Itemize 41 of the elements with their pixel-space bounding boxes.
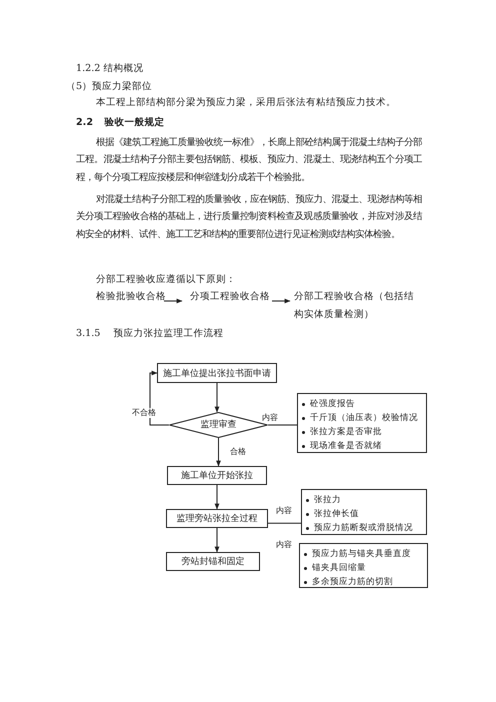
- edge-label: 内容: [262, 413, 278, 423]
- heading: 3.1.5 预应力张拉监理工作流程: [76, 327, 224, 341]
- decision-text: 监理审查: [200, 419, 238, 431]
- process-box: 旁站封锚和固定: [166, 552, 260, 571]
- list-box: [299, 543, 428, 588]
- arrow: [214, 484, 220, 510]
- paragraph: 对混凝土结构子分部工程的质量验收，应在钢筋、预应力、混凝土、现浇结构等相关分项工程验收合格的基础上，进行质量控制资料检查及观感质量验收，并应对涉及结构安全的材料、试件、施工工艺和结构的重要部位进行见证检测或结构实体检验。: [76, 193, 422, 242]
- arrow: [164, 298, 183, 304]
- arrow: [214, 382, 220, 413]
- edge-label: 不合格: [132, 408, 156, 418]
- edge-label: 合格: [230, 447, 246, 457]
- list-item: 张拉方案是否审批: [310, 426, 382, 439]
- process-box: 施工单位开始张拉: [167, 466, 267, 485]
- list-item: 砼强度报告: [310, 398, 355, 411]
- annotation-text: 内容: [276, 540, 292, 550]
- inline-text: 分项工程验收合格: [190, 288, 272, 306]
- inline-text: 检验批验收合格: [96, 288, 168, 306]
- text-line: 本工程上部结构部分梁为预应力梁，采用后张法有粘结预应力技术。: [96, 96, 396, 110]
- inline-text: 分部工程验收合格（包括结构实体质量检测）: [294, 288, 422, 323]
- list-item: 现场准备是否就绪: [310, 440, 382, 453]
- list-item: 张拉力: [314, 494, 341, 507]
- section-heading: 2.2 验收一般规定: [76, 116, 164, 130]
- heading: （5）预应力梁部位: [66, 80, 152, 94]
- paragraph: 根据《建筑工程施工质量验收统一标准》，长廊上部砼结构属于混凝土结构子分部工程。混凝土结构子分部主要包括钢筋、模板、预应力、混凝土、现浇结构五个分项工程，每个分项工程应按楼层和伸缩缝划分成若干个检验批。: [76, 136, 422, 185]
- edge-label: 内容: [276, 506, 292, 516]
- list-item: 锚夹具回缩量: [312, 562, 366, 575]
- list-box: [297, 393, 427, 453]
- arrow: [216, 438, 221, 467]
- list-item: 预应力筋断裂或滑脱情况: [314, 522, 413, 535]
- list-item: 多余预应力筋的切割: [312, 576, 393, 589]
- heading: 分部工程验收应遵循以下原则：: [96, 273, 236, 287]
- arrow: [150, 370, 170, 426]
- list-item: 千斤顶（油压表）校验情况: [310, 412, 418, 425]
- list-box: [301, 489, 427, 535]
- process-box: 施工单位提出张拉书面申请: [157, 363, 277, 383]
- list-item: 张拉伸长值: [314, 508, 359, 521]
- process-box: 监理旁站张拉全过程: [166, 509, 268, 528]
- arrow: [272, 298, 291, 304]
- list-item: 预应力筋与锚夹具垂直度: [312, 548, 411, 561]
- heading: 1.2.2 结构概况: [76, 62, 144, 76]
- arrow: [214, 528, 220, 553]
